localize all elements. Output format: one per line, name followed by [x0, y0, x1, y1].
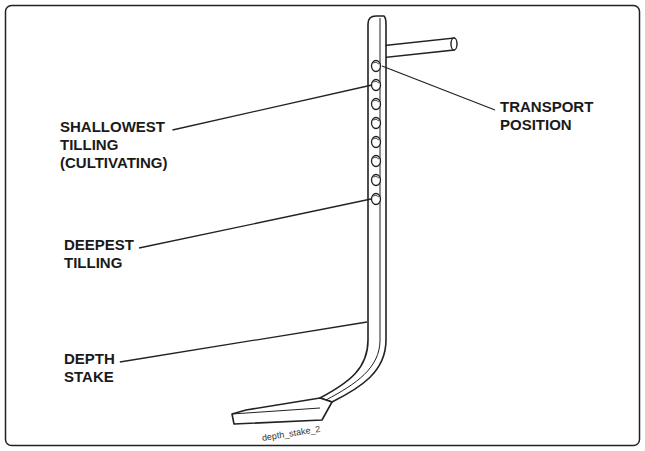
transport-label: TRANSPORT POSITION	[500, 98, 593, 134]
hole-shade	[373, 100, 379, 102]
part-name: DEPTH STAKE	[64, 350, 115, 386]
hole	[372, 80, 381, 91]
hole	[372, 99, 381, 110]
hole-shade	[373, 119, 379, 121]
hole	[372, 61, 381, 72]
hole	[372, 118, 381, 129]
depth-stake-body	[232, 16, 386, 424]
leader-line	[120, 322, 367, 362]
shallow-setting-label: SHALLOWEST TILLING (CULTIVATING)	[60, 118, 167, 172]
frame	[6, 6, 640, 446]
hole-shade	[373, 138, 379, 140]
hole-shade	[373, 176, 379, 178]
deep-setting-label: DEEPEST TILLING	[64, 236, 134, 272]
hole	[372, 137, 381, 148]
hole	[372, 156, 381, 167]
hole	[372, 175, 381, 186]
hole-shade	[373, 195, 379, 197]
adjustment-holes	[372, 61, 381, 205]
watermark: depth_stake_2	[261, 424, 321, 444]
hole	[372, 194, 381, 205]
leader-line	[382, 66, 495, 110]
leader-line	[172, 85, 372, 130]
hole-shade	[373, 157, 379, 159]
hole-shade	[373, 81, 379, 83]
hole-shade	[373, 62, 379, 64]
leader-line	[139, 199, 371, 248]
transport-pin	[380, 38, 457, 58]
